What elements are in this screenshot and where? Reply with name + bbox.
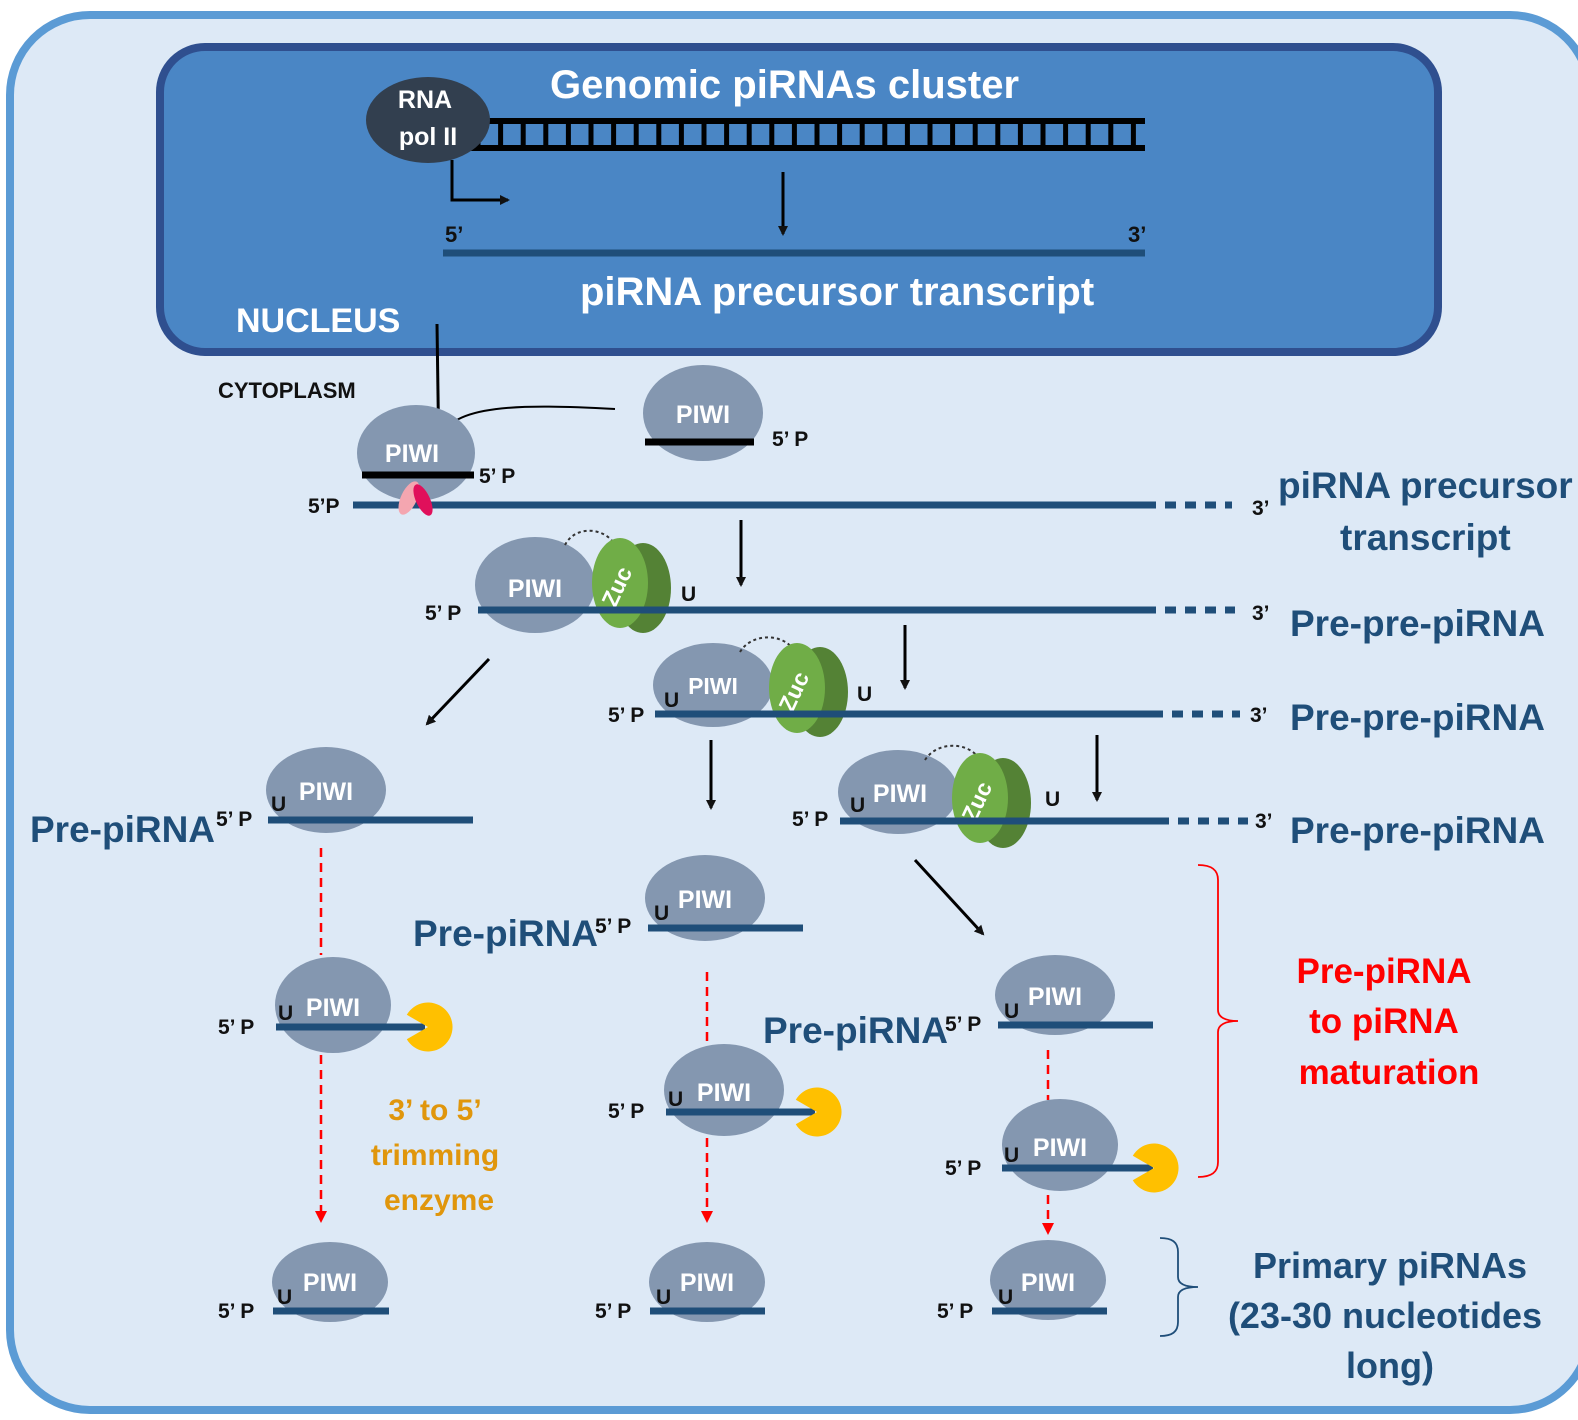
three-prime-label: 3’: [1252, 497, 1270, 520]
piwi-protein: [272, 1242, 388, 1322]
cytoplasm-label: CYTOPLASM: [218, 378, 356, 403]
trimming-enzyme: [795, 1087, 842, 1137]
uridine-label: U: [998, 1286, 1013, 1309]
piwi-protein: [643, 365, 763, 461]
maturation-label-2: to piRNA: [1309, 1002, 1459, 1041]
piwi-label: PIWI: [299, 778, 353, 806]
precursor-right-label-2: transcript: [1340, 517, 1511, 558]
piwi-label: PIWI: [873, 780, 927, 808]
primary-pirna-label-1: Primary piRNAs: [1253, 1245, 1527, 1286]
five-p-label: 5’ P: [608, 704, 644, 727]
precursor-right-label-1: piRNA precursor: [1278, 465, 1573, 506]
piwi-label: PIWI: [680, 1269, 734, 1297]
rna-pol-label-2: pol II: [399, 123, 457, 151]
maturation-label-3: maturation: [1299, 1053, 1480, 1092]
piwi-protein: [266, 747, 386, 833]
piwi-protein: [990, 1240, 1106, 1320]
process-arrow: [913, 858, 985, 936]
uridine-label: U: [1045, 788, 1060, 811]
pre-pirna-label: Pre-piRNA: [413, 913, 598, 954]
primary-pirna-label-3: long): [1346, 1345, 1434, 1386]
uridine-label: U: [857, 683, 872, 706]
nucleus-five-prime: 5’: [445, 222, 463, 247]
uridine-label: U: [654, 902, 669, 925]
piwi-label: PIWI: [1033, 1134, 1087, 1162]
piwi-protein: [653, 643, 773, 727]
pre-pirna-label: Pre-piRNA: [30, 809, 215, 850]
five-p-label: 5’ P: [425, 602, 461, 625]
five-p-label: 5’ P: [772, 428, 808, 451]
five-p-label: 5’P: [308, 495, 340, 518]
five-p-label: 5’ P: [608, 1100, 644, 1123]
pre-pirna-label: Pre-piRNA: [763, 1010, 948, 1051]
uridine-label: U: [271, 793, 286, 816]
uridine-label: U: [681, 583, 696, 606]
three-prime-label: 3’: [1252, 602, 1270, 625]
piwi-label: PIWI: [688, 673, 738, 699]
nucleus-three-prime: 3’: [1128, 222, 1146, 247]
genomic-cluster-title: Genomic piRNAs cluster: [550, 63, 1019, 107]
maturation-label-1: Pre-piRNA: [1296, 952, 1471, 991]
five-p-label: 5’ P: [937, 1300, 973, 1323]
uridine-label: U: [1004, 1144, 1019, 1167]
five-p-label: 5’ P: [479, 465, 515, 488]
piwi-label: PIWI: [676, 401, 730, 429]
three-prime-label: 3’: [1250, 704, 1268, 727]
three-prime-label: 3’: [1255, 810, 1273, 833]
trimming-enzyme-label-2: trimming: [371, 1139, 499, 1172]
piwi-label: PIWI: [1028, 983, 1082, 1011]
slicer-cut: [413, 484, 433, 516]
pre-pre-pirna-label: Pre-pre-piRNA: [1290, 697, 1545, 738]
five-p-label: 5’ P: [218, 1300, 254, 1323]
primary-pirna-label-2: (23-30 nucleotides: [1228, 1295, 1542, 1336]
five-p-label: 5’ P: [945, 1013, 981, 1036]
five-p-label: 5’ P: [945, 1157, 981, 1180]
pre-pre-pirna-label: Pre-pre-piRNA: [1290, 603, 1545, 644]
zuc-tether: [739, 636, 796, 653]
trimming-enzyme: [1132, 1143, 1179, 1193]
rna-pol-ii: [366, 77, 490, 163]
uridine-label: U: [278, 1002, 293, 1025]
trimming-enzyme: [406, 1002, 453, 1052]
transcription-start-arrow: [450, 160, 510, 205]
uridine-label: U: [277, 1286, 292, 1309]
pre-pre-pirna-label: Pre-pre-piRNA: [1290, 810, 1545, 851]
primary-bracket: [1159, 1237, 1199, 1337]
trimming-enzyme-label-3: enzyme: [384, 1184, 494, 1217]
piwi-label: PIWI: [697, 1079, 751, 1107]
five-p-label: 5’ P: [595, 915, 631, 938]
uridine-label: U: [850, 794, 865, 817]
five-p-label: 5’ P: [216, 808, 252, 831]
piwi-protein: [649, 1242, 765, 1322]
piwi-protein: [995, 955, 1115, 1035]
five-p-label: 5’ P: [792, 808, 828, 831]
five-p-label: 5’ P: [218, 1016, 254, 1039]
process-arrow: [425, 657, 491, 726]
dna-ladder: [470, 118, 1145, 151]
piwi-label: PIWI: [1021, 1269, 1075, 1297]
maturation-bracket: [1197, 864, 1239, 1178]
piwi-label: PIWI: [306, 994, 360, 1022]
piwi-label: PIWI: [385, 440, 439, 468]
piwi-protein: [838, 750, 958, 834]
zuc-protein: [592, 538, 648, 628]
piwi-label: PIWI: [678, 886, 732, 914]
uridine-label: U: [656, 1286, 671, 1309]
piwi-protein: [645, 855, 765, 941]
rna-pol-label-1: RNA: [398, 86, 452, 114]
nucleus-precursor-label: piRNA precursor transcript: [580, 270, 1094, 314]
uridine-label: U: [664, 689, 679, 712]
piwi-label: PIWI: [508, 575, 562, 603]
piwi-label: PIWI: [303, 1269, 357, 1297]
trimming-enzyme-label-1: 3’ to 5’: [388, 1094, 481, 1127]
uridine-label: U: [668, 1088, 683, 1111]
zuc-tether: [924, 744, 981, 761]
nucleus-label: NUCLEUS: [236, 302, 400, 340]
five-p-label: 5’ P: [595, 1300, 631, 1323]
uridine-label: U: [1004, 1000, 1019, 1023]
